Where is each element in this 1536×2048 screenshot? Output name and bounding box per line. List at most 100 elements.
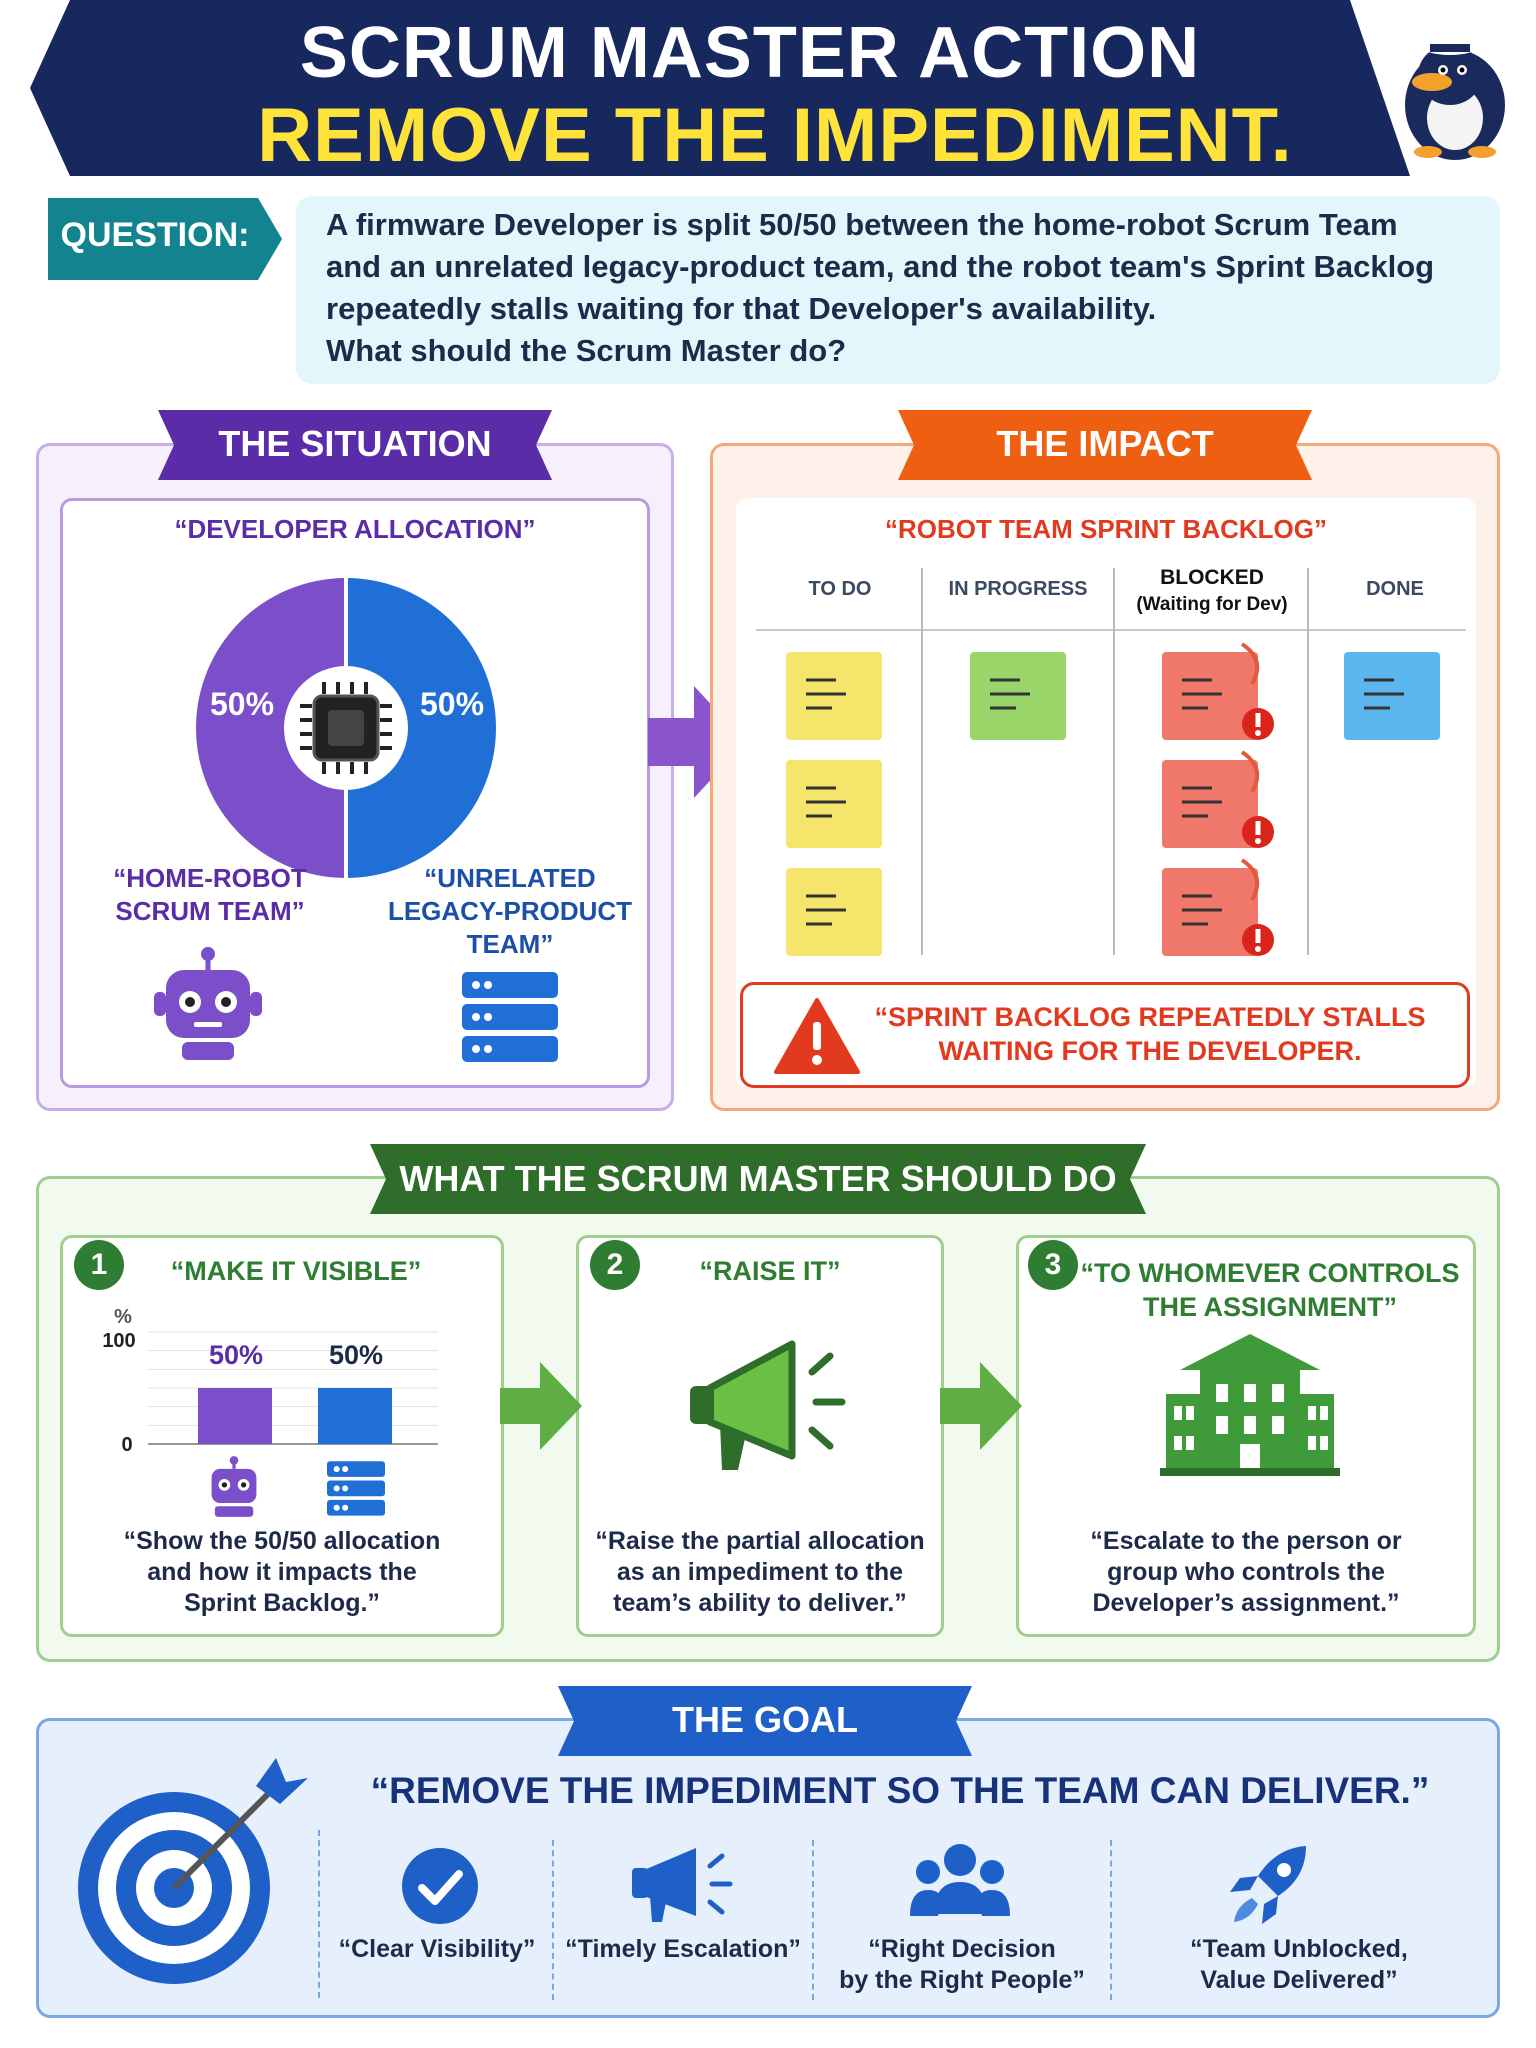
step-desc-line: “Raise the partial allocation <box>595 1527 925 1555</box>
kanban-col-done: DONE <box>1366 578 1424 600</box>
question-tag: QUESTION: <box>60 216 250 254</box>
step-desc-line: as an impediment to the <box>616 1558 904 1586</box>
actions-ribbon-shape <box>370 1144 1146 1214</box>
goal-item-line: “Clear Visibility” <box>338 1935 536 1963</box>
step-desc-line: group who controls the <box>1107 1558 1385 1586</box>
question-line: repeatedly stalls waiting for that Devel… <box>326 291 1157 326</box>
step-desc-1: “Show the 50/50 allocation and how it im… <box>62 1526 502 1619</box>
check-circle-icon <box>402 1848 478 1924</box>
step-desc-line: “Escalate to the person or <box>1090 1527 1402 1555</box>
todo-note <box>786 652 882 740</box>
goal-item-4: “Team Unblocked, Value Delivered” <box>1114 1934 1484 1996</box>
stall-warning-text: “SPRINT BACKLOG REPEATEDLY STALLS WAITIN… <box>860 1000 1440 1068</box>
step-title-line: “TO WHOMEVER CONTROLS <box>1080 1258 1460 1288</box>
building-icon <box>1160 1334 1340 1476</box>
step-desc-line: and how it impacts the <box>147 1558 417 1586</box>
blocked-note <box>1162 644 1274 740</box>
todo-note <box>786 868 882 956</box>
backlog-caption: “ROBOT TEAM SPRINT BACKLOG” <box>885 514 1327 544</box>
mini-chart-bar-2 <box>318 1388 392 1444</box>
header-banner <box>30 0 1505 176</box>
step-desc-line: Developer’s assignment.” <box>1092 1589 1400 1617</box>
stall-warning-box <box>740 982 1470 1088</box>
goal-headline: “REMOVE THE IMPEDIMENT SO THE TEAM CAN D… <box>370 1770 1430 1811</box>
target-icon <box>78 1758 308 1984</box>
warning-line: WAITING FOR THE DEVELOPER. <box>938 1036 1362 1066</box>
situation-ribbon-shape <box>158 410 552 480</box>
goal-item-2: “Timely Escalation” <box>556 1934 810 1965</box>
allocation-caption: “DEVELOPER ALLOCATION” <box>174 514 536 544</box>
step-arrow-2-icon <box>940 1362 1022 1450</box>
right-percent: 50% <box>419 686 485 722</box>
question-tag-shape <box>48 198 282 280</box>
mini-bar-chart <box>148 1331 438 1445</box>
goal-ribbon-shape <box>558 1686 972 1756</box>
warning-triangle-icon <box>774 998 860 1074</box>
step-title-1: “MAKE IT VISIBLE” <box>170 1256 422 1286</box>
goal-item-line: Value Delivered” <box>1200 1966 1398 1994</box>
goal-megaphone-icon <box>632 1848 733 1922</box>
step-desc-3: “Escalate to the person or group who con… <box>1018 1526 1474 1619</box>
kanban-col-inprogress: IN PROGRESS <box>948 578 1088 600</box>
megaphone-icon <box>690 1340 846 1470</box>
impact-ribbon: THE IMPACT <box>996 423 1214 464</box>
blocked-note <box>1162 860 1274 956</box>
robot-small-icon <box>211 1456 257 1517</box>
step-desc-2: “Raise the partial allocation as an impe… <box>578 1526 942 1619</box>
step-card-1 <box>60 1235 504 1637</box>
header-title-line2: REMOVE THE IMPEDIMENT. <box>257 93 1293 178</box>
goal-item-line: by the Right People” <box>839 1966 1085 1994</box>
robot-icon <box>154 947 262 1060</box>
step-number-3: 3 <box>1028 1240 1078 1290</box>
people-icon <box>910 1844 1010 1916</box>
server-stack-icon <box>462 972 558 1062</box>
header-title-line1: SCRUM MASTER ACTION <box>299 13 1201 93</box>
step-number-1: 1 <box>74 1240 124 1290</box>
blocked-note <box>1162 752 1274 848</box>
rocket-icon <box>1230 1846 1306 1924</box>
team-label-line: SCRUM TEAM” <box>115 896 305 926</box>
kanban-col-todo: TO DO <box>808 578 872 600</box>
question-line: What should the Scrum Master do? <box>326 333 847 368</box>
goal-divider <box>812 1840 814 2000</box>
mini-chart-y-top: 100 <box>102 1330 136 1352</box>
step-desc-line: Sprint Backlog.” <box>184 1589 380 1617</box>
legacy-team-label: “UNRELATED LEGACY-PRODUCT TEAM” <box>380 862 640 961</box>
actions-ribbon: WHAT THE SCRUM MASTER SHOULD DO <box>399 1158 1117 1199</box>
situation-ribbon: THE SITUATION <box>218 423 492 464</box>
step-title-2: “RAISE IT” <box>699 1256 841 1286</box>
chip-icon <box>300 682 392 774</box>
step-number-2: 2 <box>590 1240 640 1290</box>
duck-mascot-icon <box>1405 35 1505 160</box>
team-label-line: “HOME-ROBOT <box>113 863 307 893</box>
team-label-line: “UNRELATED <box>424 863 596 893</box>
situation-to-impact-arrow-icon <box>648 686 746 798</box>
step-title-3: “TO WHOMEVER CONTROLS THE ASSIGNMENT” <box>1080 1256 1460 1324</box>
step-title-line: THE ASSIGNMENT” <box>1142 1292 1397 1322</box>
mini-chart-unit: % <box>114 1306 132 1328</box>
goal-divider <box>552 1840 554 2000</box>
goal-ribbon: THE GOAL <box>672 1699 858 1740</box>
goal-item-3: “Right Decision by the Right People” <box>816 1934 1108 1996</box>
mini-chart-bar-1 <box>198 1388 272 1444</box>
goal-item-line: “Right Decision <box>868 1935 1056 1963</box>
kanban-col-blocked: BLOCKED <box>1160 566 1264 589</box>
allocation-donut <box>196 578 496 878</box>
goal-item-line: “Team Unblocked, <box>1190 1935 1408 1963</box>
step-desc-line: team’s ability to deliver.” <box>613 1589 907 1617</box>
team-label-line: TEAM” <box>466 929 554 959</box>
goal-item-1: “Clear Visibility” <box>326 1934 548 1965</box>
done-note <box>1344 652 1440 740</box>
team-label-line: LEGACY-PRODUCT <box>387 896 633 926</box>
warning-line: “SPRINT BACKLOG REPEATEDLY STALLS <box>874 1002 1426 1032</box>
goal-item-line: “Timely Escalation” <box>565 1935 801 1963</box>
todo-note <box>786 760 882 848</box>
left-percent: 50% <box>209 686 275 722</box>
home-robot-team-label: “HOME-ROBOT SCRUM TEAM” <box>80 862 340 928</box>
inprogress-note <box>970 652 1066 740</box>
mini-bar-label-1: 50% <box>208 1340 264 1370</box>
goal-divider <box>1110 1840 1112 2000</box>
impact-ribbon-shape <box>898 410 1312 480</box>
step-arrow-1-icon <box>500 1362 582 1450</box>
step-desc-line: “Show the 50/50 allocation <box>123 1527 441 1555</box>
